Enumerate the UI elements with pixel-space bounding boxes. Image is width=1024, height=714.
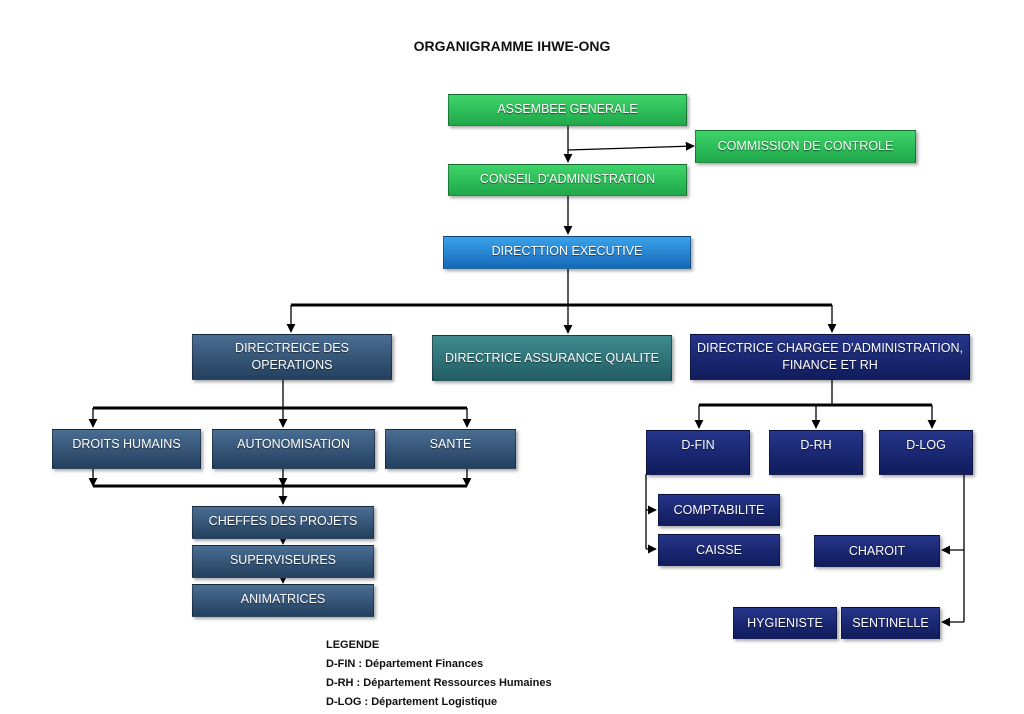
node-d-rh: D-RH: [769, 430, 863, 475]
node-hygieniste: HYGIENISTE: [733, 607, 837, 639]
node-sante: SANTE: [385, 429, 516, 469]
node-animatrices: ANIMATRICES: [192, 584, 374, 617]
node-directrice-assurance-qualite: DIRECTRICE ASSURANCE QUALITE: [432, 335, 672, 381]
legend-item: D-FIN : Département Finances: [326, 658, 484, 670]
legend-item: D-RH : Département Ressources Humaines: [326, 677, 552, 689]
node-conseil-administration: CONSEIL D'ADMINISTRATION: [448, 164, 687, 196]
node-directrice-operations: DIRECTREICE DES OPERATIONS: [192, 334, 392, 380]
node-d-log: D-LOG: [879, 430, 973, 475]
legend: LEGENDE D-FIN : Département Finances D-R…: [326, 636, 552, 712]
node-charoit: CHAROIT: [814, 535, 940, 567]
node-directrice-admin-finance-rh: DIRECTRICE CHARGEE D'ADMINISTRATION, FIN…: [690, 334, 970, 380]
node-autonomisation: AUTONOMISATION: [212, 429, 375, 469]
node-droits-humains: DROITS HUMAINS: [52, 429, 201, 469]
node-commission-controle: COMMISSION DE CONTROLE: [695, 130, 916, 163]
node-cheffes-projets: CHEFFES DES PROJETS: [192, 506, 374, 539]
legend-item: D-LOG : Département Logistique: [326, 696, 498, 708]
legend-heading: LEGENDE: [326, 639, 380, 651]
node-caisse: CAISSE: [658, 534, 780, 566]
node-superviseures: SUPERVISEURES: [192, 545, 374, 578]
node-direction-executive: DIRECTTION EXECUTIVE: [443, 236, 691, 269]
node-d-fin: D-FIN: [646, 430, 750, 475]
link-ag-cc: [567, 141, 695, 151]
node-comptabilite: COMPTABILITE: [658, 494, 780, 526]
chart-title: ORGANIGRAMME IHWE-ONG: [413, 38, 611, 54]
node-sentinelle: SENTINELLE: [841, 607, 940, 639]
node-assemblee-generale: ASSEMBEE GENERALE: [448, 94, 687, 126]
